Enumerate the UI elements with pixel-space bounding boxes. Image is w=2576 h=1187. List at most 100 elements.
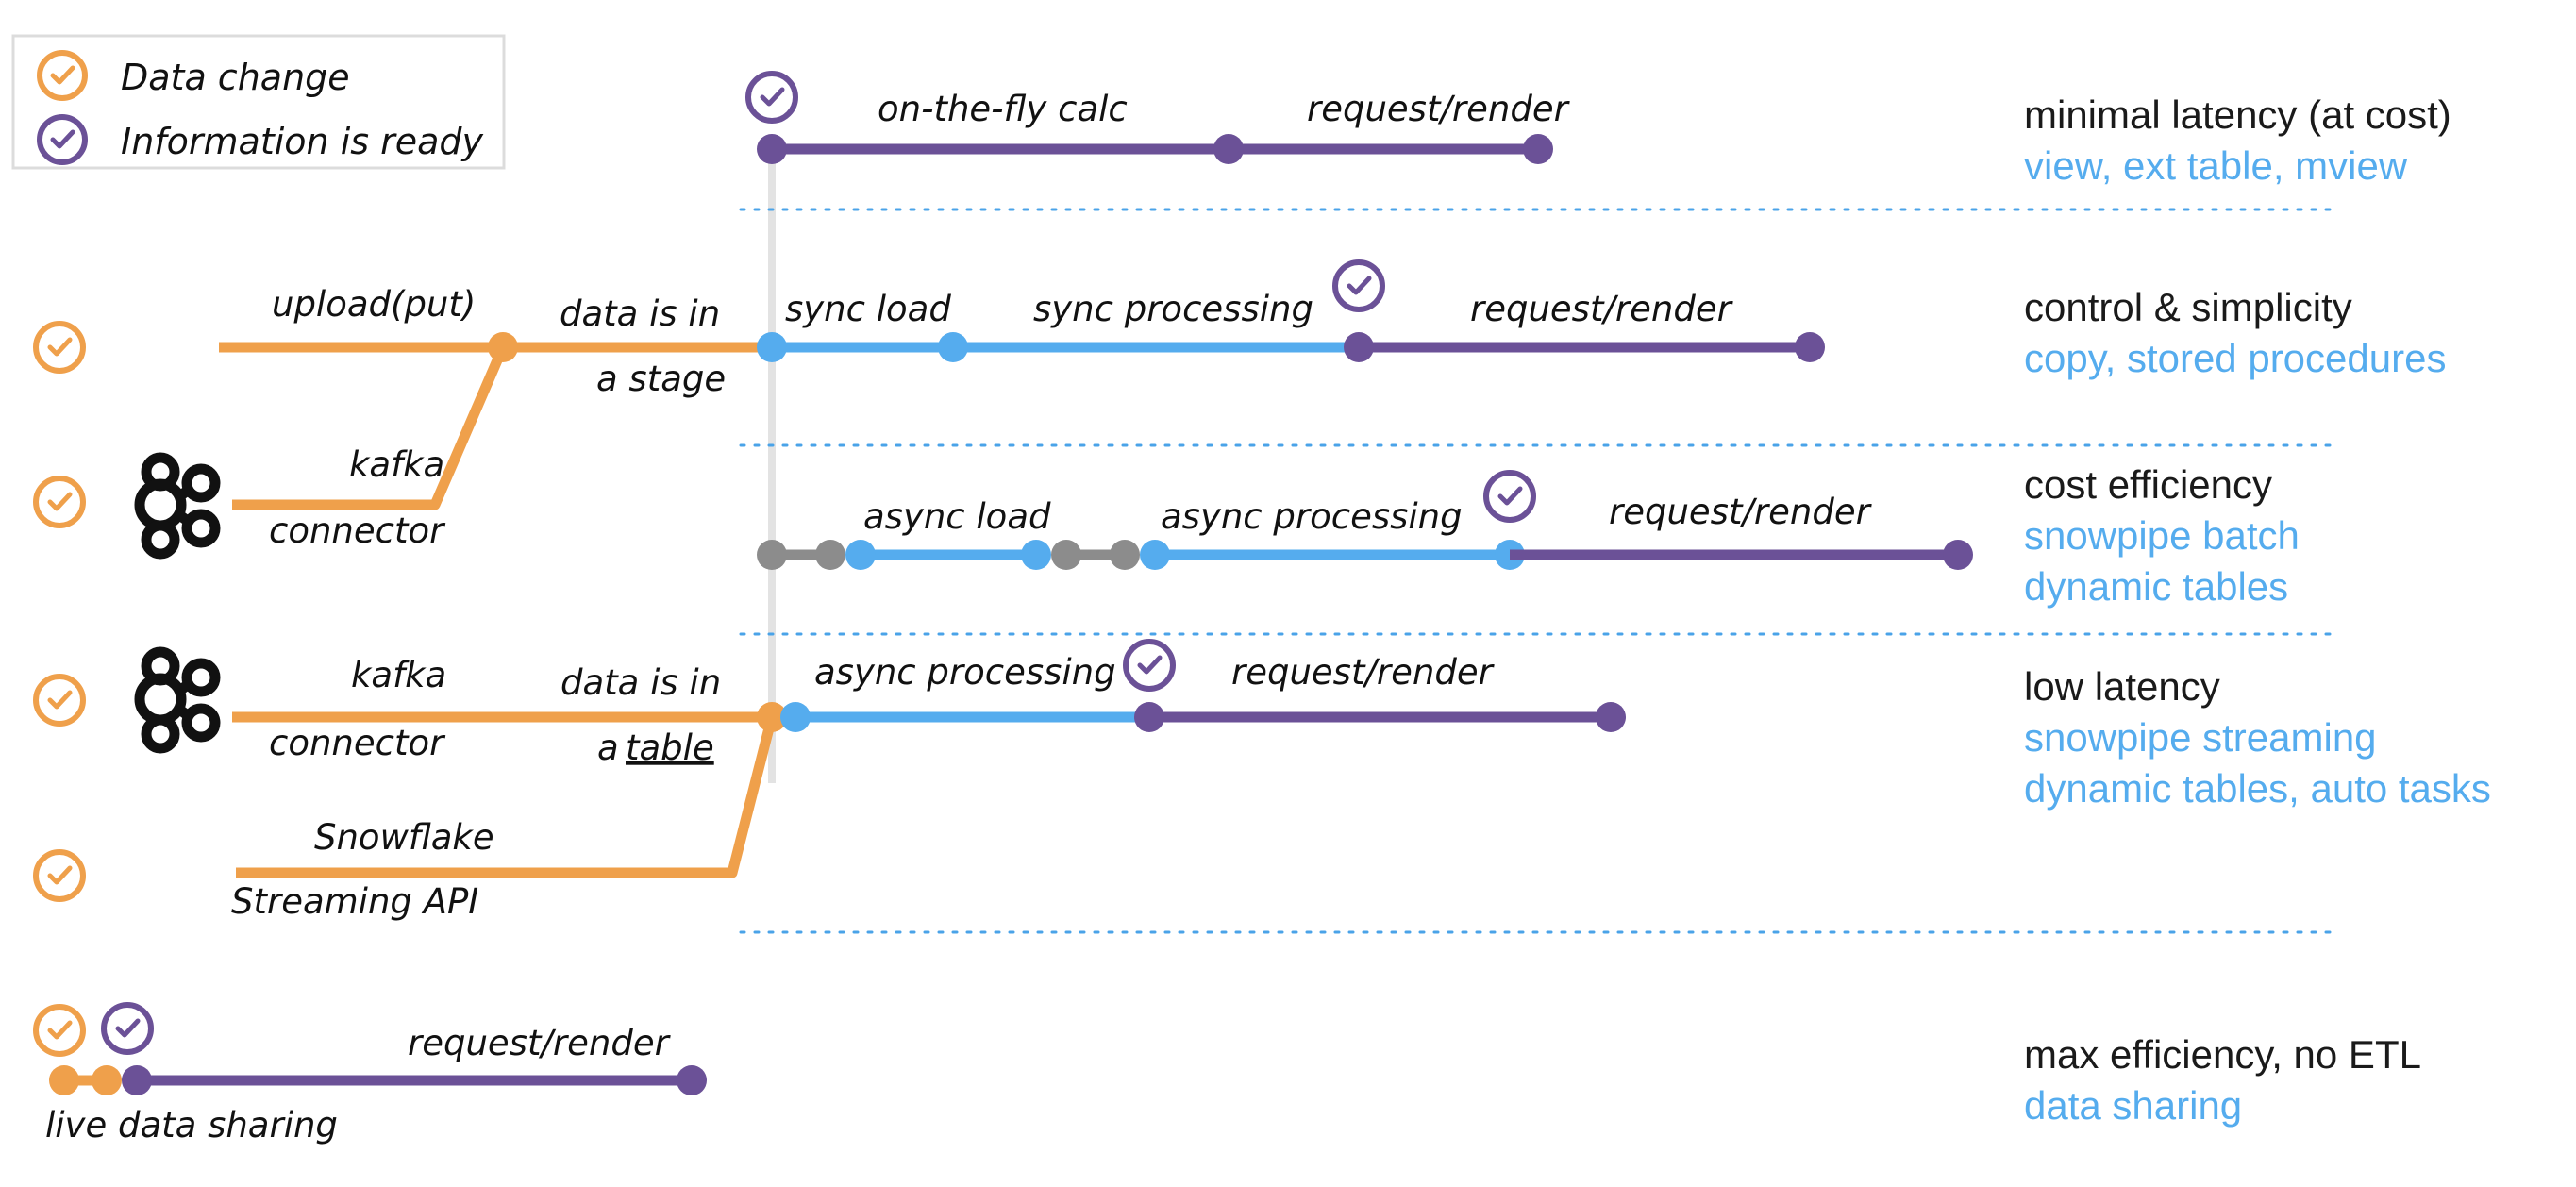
right-label-data-sharing: max efficiency, no ETL data sharing: [2024, 1032, 2421, 1128]
label-kafka: kafka: [349, 444, 444, 485]
check-circle-icon: [101, 1002, 154, 1055]
label-on-the-fly-calc: on-the-fly calc: [878, 89, 1128, 129]
right-sub: dynamic tables: [2024, 564, 2288, 609]
node-dot: [757, 702, 787, 732]
label-data-is-in: data is in: [560, 662, 721, 703]
node-dot: [1943, 540, 1973, 570]
orange-branch-from-kafka: [429, 342, 509, 510]
legend-label-information-ready: Information is ready: [121, 121, 484, 162]
right-sub: snowpipe batch: [2024, 513, 2300, 558]
node-dot: [92, 1065, 122, 1095]
node-dot: [1523, 134, 1553, 164]
check-circle-icon: [33, 476, 86, 528]
row-snowflake-streaming-api: Snowflake Streaming API: [33, 817, 732, 922]
label-request-render: request/render: [1609, 492, 1873, 532]
node-dot: [49, 1065, 79, 1095]
check-icon: [1349, 278, 1369, 293]
row-minimal-latency: on-the-fly calc request/render: [745, 71, 1571, 164]
check-circle-icon: [1483, 470, 1536, 523]
label-sync-processing: sync processing: [1033, 289, 1313, 329]
legend-label-data-change: Data change: [121, 57, 350, 98]
node-dot: [757, 134, 787, 164]
node-dot: [1110, 540, 1140, 570]
check-circle-icon: [33, 849, 86, 902]
node-dot: [1596, 702, 1626, 732]
label-request-render: request/render: [1470, 289, 1734, 329]
label-snowflake: Snowflake: [314, 817, 494, 858]
check-icon: [762, 90, 782, 104]
right-title: cost efficiency: [2024, 462, 2272, 507]
check-circle-icon: [37, 50, 88, 101]
check-icon: [50, 340, 70, 354]
label-request-render: request/render: [1231, 652, 1496, 693]
right-label-control-simplicity: control & simplicity copy, stored proced…: [2024, 285, 2446, 380]
kafka-logo-icon: [134, 646, 221, 754]
right-column: minimal latency (at cost) view, ext tabl…: [2024, 92, 2491, 1128]
check-icon: [50, 693, 70, 707]
label-async-processing: async processing: [814, 652, 1116, 693]
node-dot: [677, 1065, 707, 1095]
node-dot: [488, 332, 518, 362]
legend-item-information-ready: Information is ready: [37, 114, 484, 165]
right-title: max efficiency, no ETL: [2024, 1032, 2421, 1077]
right-title: low latency: [2024, 664, 2220, 709]
check-circle-icon: [33, 321, 86, 374]
right-label-minimal-latency: minimal latency (at cost) view, ext tabl…: [2024, 92, 2451, 188]
node-dot: [757, 540, 787, 570]
label-async-load: async load: [863, 496, 1051, 537]
legend-box: Data change Information is ready: [11, 34, 506, 170]
row-low-latency: kafka connector data is in a table async…: [33, 639, 1626, 878]
node-dot: [1795, 332, 1825, 362]
node-dot: [1213, 134, 1244, 164]
node-dot: [122, 1065, 152, 1095]
check-icon: [1500, 489, 1520, 503]
label-request-render: request/render: [408, 1023, 672, 1063]
node-dot: [1344, 332, 1374, 362]
label-connector: connector: [269, 510, 446, 551]
label-live-data-sharing: live data sharing: [45, 1105, 338, 1145]
right-sub: view, ext table, mview: [2024, 143, 2408, 188]
node-dot: [845, 540, 876, 570]
check-circle-icon: [1332, 259, 1385, 312]
check-circle-icon: [1123, 639, 1176, 692]
right-label-low-latency: low latency snowpipe streaming dynamic t…: [2024, 664, 2491, 811]
node-dot: [1134, 702, 1164, 732]
check-circle-icon: [745, 71, 798, 124]
orange-branch-from-streaming-api: [727, 711, 778, 878]
right-sub: data sharing: [2024, 1083, 2242, 1128]
node-dot: [815, 540, 845, 570]
right-title: minimal latency (at cost): [2024, 92, 2451, 137]
check-circle-icon: [33, 1004, 86, 1057]
check-icon: [1140, 658, 1160, 672]
kafka-logo-icon: [134, 452, 221, 560]
row-control-simplicity: upload(put) data is in a stage sync load…: [33, 259, 1825, 510]
label-a-stage: a stage: [596, 359, 726, 399]
row-cost-efficiency: kafka connector async load async process…: [33, 444, 1973, 570]
right-label-cost-efficiency: cost efficiency snowpipe batch dynamic t…: [2024, 462, 2300, 609]
check-icon: [50, 1023, 70, 1037]
node-dot: [938, 332, 968, 362]
label-data-is-in: data is in: [560, 293, 720, 334]
right-sub: snowpipe streaming: [2024, 715, 2377, 760]
label-async-processing: async processing: [1161, 496, 1463, 537]
node-dot: [780, 702, 811, 732]
right-sub: dynamic tables, auto tasks: [2024, 766, 2491, 811]
label-sync-load: sync load: [785, 289, 951, 329]
check-icon: [50, 494, 70, 509]
label-streaming-api: Streaming API: [231, 881, 478, 922]
label-kafka: kafka: [351, 655, 446, 695]
legend-item-data-change: Data change: [37, 50, 350, 101]
check-circle-icon: [33, 674, 86, 727]
check-icon: [118, 1021, 138, 1035]
row-data-sharing: request/render live data sharing: [33, 1002, 707, 1145]
label-upload-put: upload(put): [272, 284, 476, 325]
label-connector: connector: [269, 723, 446, 763]
node-dot: [1021, 540, 1051, 570]
label-table-word: table: [626, 727, 714, 768]
node-dot: [757, 332, 787, 362]
check-circle-icon: [37, 114, 88, 165]
check-icon: [50, 868, 70, 882]
node-dot: [1140, 540, 1170, 570]
